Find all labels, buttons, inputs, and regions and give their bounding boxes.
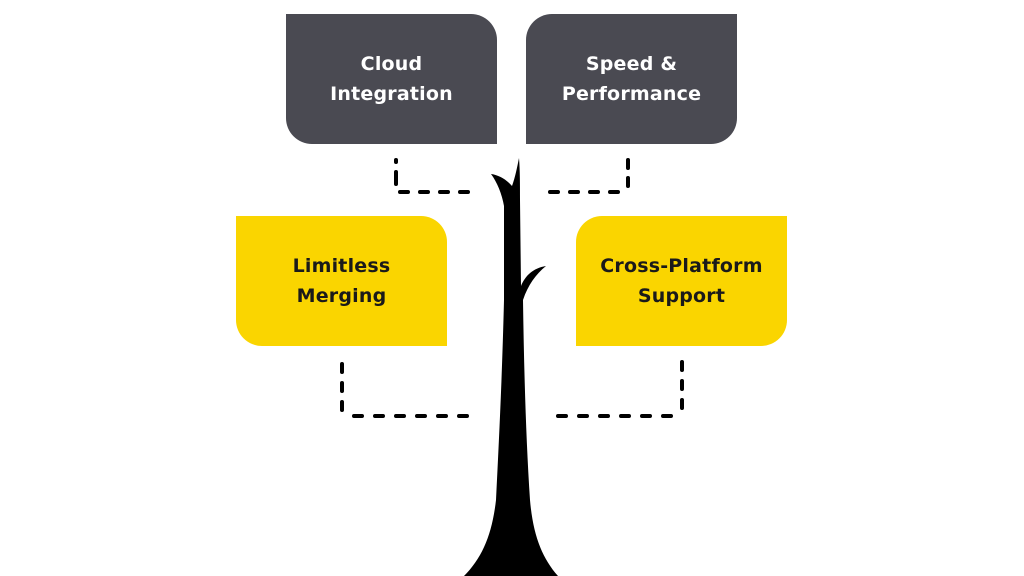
feature-box-speed-performance: Speed & Performance (526, 14, 737, 144)
feature-box-cross-platform-support: Cross-Platform Support (576, 216, 787, 346)
connector-cloud (394, 158, 476, 194)
feature-label: Cloud Integration (330, 53, 453, 105)
feature-box-limitless-merging: Limitless Merging (236, 216, 447, 346)
feature-label: Limitless Merging (292, 255, 391, 307)
feature-box-cloud-integration: Cloud Integration (286, 14, 497, 144)
tree-trunk (464, 158, 558, 576)
feature-label: Speed & Performance (561, 53, 702, 105)
connector-limitless (340, 362, 472, 418)
connector-speed (548, 158, 630, 194)
connector-cross (556, 360, 684, 418)
feature-label: Cross-Platform Support (600, 255, 763, 307)
